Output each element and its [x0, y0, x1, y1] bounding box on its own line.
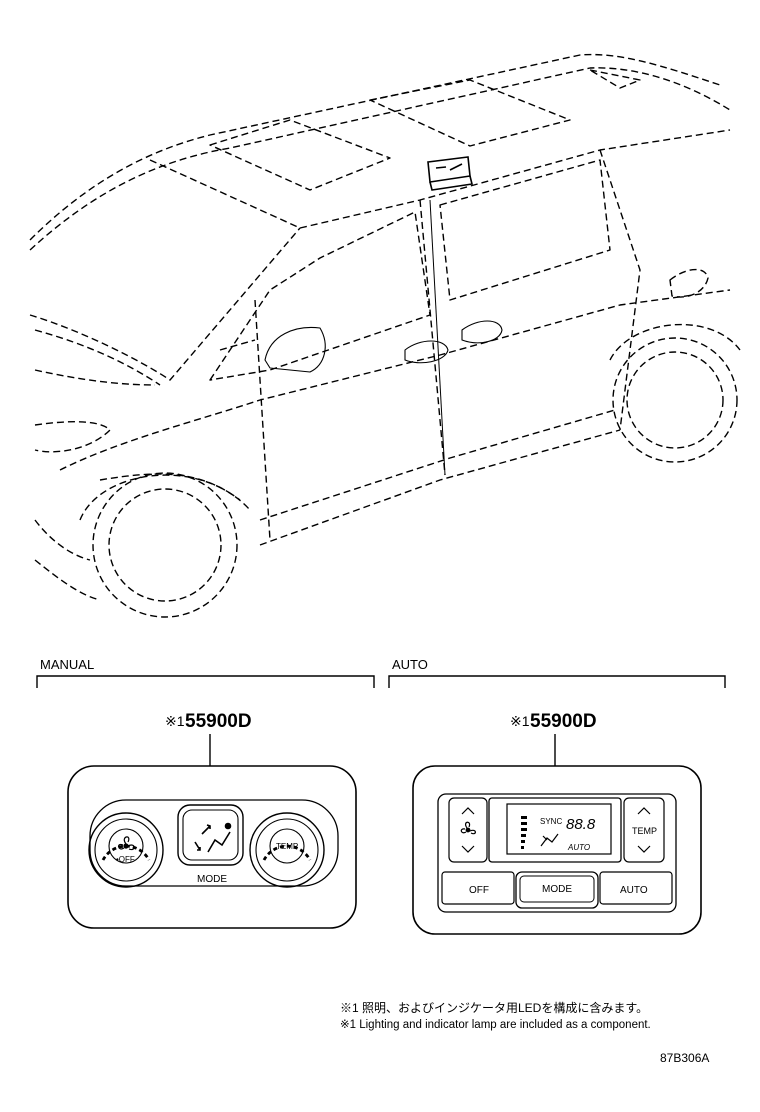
- temp-readout: 88.8: [566, 816, 596, 833]
- section-label-auto: AUTO: [392, 657, 428, 672]
- airflow-mode-icon: [540, 833, 559, 847]
- auto-button-label: AUTO: [620, 885, 648, 896]
- figure-id: 87B306A: [660, 1051, 709, 1065]
- fan-off-label: •OFF: [116, 855, 135, 864]
- mode-button-label: MODE: [542, 884, 572, 895]
- temp-rocker-label: TEMP: [632, 826, 657, 836]
- mode-label: MODE: [197, 874, 227, 885]
- section-label-manual: MANUAL: [40, 657, 94, 672]
- sync-indicator: SYNC: [540, 817, 562, 826]
- off-button-label: OFF: [469, 885, 489, 896]
- temp-knob[interactable]: TEMP: [249, 812, 325, 888]
- part-number-manual: 55900D: [185, 711, 252, 732]
- minivan-illustration: [29, 53, 741, 618]
- chevron-down-icon: [637, 845, 651, 853]
- chevron-up-icon: [637, 807, 651, 815]
- auto-indicator: AUTO: [567, 843, 590, 852]
- auto-button[interactable]: AUTO: [599, 871, 673, 905]
- fan-icon: [118, 836, 135, 851]
- auto-control-panel: SYNC 88.8 AUTO TEMP OFF MODE AU: [412, 765, 702, 935]
- mode-button[interactable]: MODE: [515, 871, 599, 909]
- callout-mark-auto: ※1: [510, 713, 530, 729]
- lcd-display: SYNC 88.8 AUTO: [488, 797, 622, 863]
- overhead-climate-unit-location: [427, 156, 473, 191]
- part-number-auto: 55900D: [530, 711, 597, 732]
- chevron-down-icon: [461, 845, 475, 853]
- off-button[interactable]: OFF: [441, 871, 515, 905]
- temp-rocker[interactable]: TEMP: [623, 797, 665, 863]
- airflow-mode-icon: [194, 822, 232, 853]
- section-bracket-manual: [36, 675, 375, 688]
- section-bracket-auto: [388, 675, 726, 688]
- fan-knob[interactable]: •OFF: [88, 812, 164, 888]
- callout-mark-manual: ※1: [165, 713, 185, 729]
- note-japanese: ※1 照明、およびインジケータ用LEDを構成に含みます。: [340, 1000, 648, 1015]
- note-english: ※1 Lighting and indicator lamp are inclu…: [340, 1019, 651, 1031]
- fan-level-bars: [521, 816, 527, 849]
- manual-control-panel: •OFF MODE TEMP: [67, 765, 357, 929]
- fan-icon: [460, 821, 476, 835]
- mode-button[interactable]: [177, 804, 244, 866]
- temp-knob-label: TEMP: [276, 842, 298, 851]
- fan-speed-rocker[interactable]: [448, 797, 488, 863]
- chevron-up-icon: [461, 807, 475, 815]
- temperature-arc-icon: [262, 844, 312, 861]
